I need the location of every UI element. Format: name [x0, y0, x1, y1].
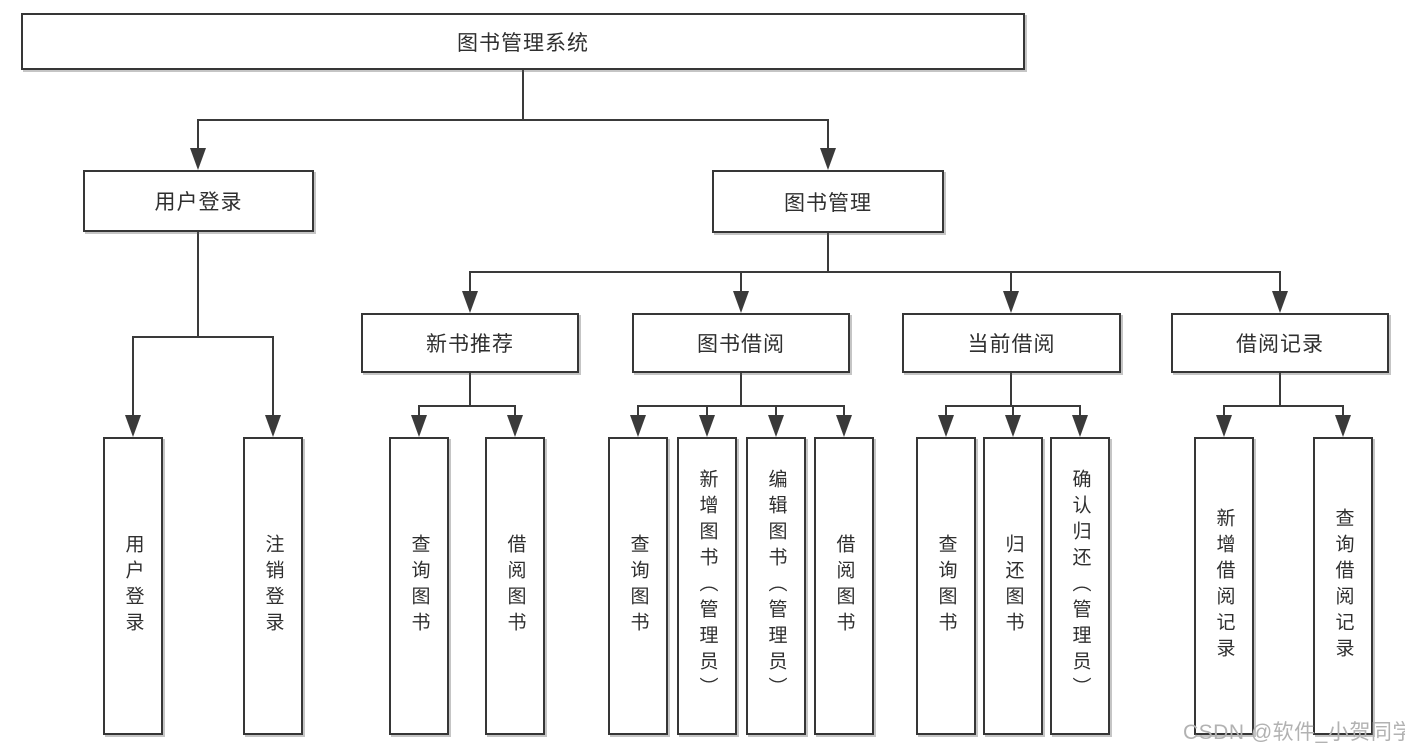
node-book-borrowing: 图书借阅: [632, 313, 850, 373]
arrow-down-icon: [1216, 415, 1232, 437]
arrow-down-icon: [265, 415, 281, 437]
connector-line: [945, 405, 947, 418]
node-label: 图书管理: [784, 191, 872, 215]
leaf-borrow-books-2: 借阅图书: [814, 437, 874, 735]
connector-line: [469, 373, 471, 406]
connector-line: [1010, 271, 1012, 295]
csdn-watermark: CSDN @软件_小贺同学: [1183, 721, 1405, 744]
node-label: 新书推荐: [426, 333, 514, 356]
connector-line: [740, 271, 742, 295]
node-label: 借阅图书: [504, 534, 526, 638]
arrow-down-icon: [1005, 415, 1021, 437]
leaf-logout: 注销登录: [243, 437, 303, 735]
node-label: 查询借阅记录: [1332, 508, 1354, 664]
arrow-down-icon: [699, 415, 715, 437]
connector-line: [1010, 373, 1012, 406]
connector-line: [197, 232, 199, 338]
connector-line: [197, 119, 199, 152]
node-label: 注销登录: [262, 534, 284, 638]
node-label: 归还图书: [1002, 534, 1024, 638]
arrow-down-icon: [768, 415, 784, 437]
node-current-borrowing: 当前借阅: [902, 313, 1121, 373]
leaf-add-books-admin: 新增图书（管理员）: [677, 437, 737, 735]
connector-line: [1342, 405, 1344, 418]
connector-line: [522, 70, 524, 120]
node-label: 借阅记录: [1236, 333, 1324, 356]
node-label: 查询图书: [935, 534, 957, 638]
arrow-down-icon: [820, 148, 836, 170]
arrow-down-icon: [507, 415, 523, 437]
leaf-borrow-books-1: 借阅图书: [485, 437, 545, 735]
node-borrowing-records: 借阅记录: [1171, 313, 1389, 373]
leaf-query-books-2: 查询图书: [608, 437, 668, 735]
node-label: 新增图书（管理员）: [696, 469, 718, 703]
arrow-down-icon: [462, 291, 478, 313]
connector-line: [418, 405, 516, 407]
arrow-down-icon: [125, 415, 141, 437]
arrow-down-icon: [733, 291, 749, 313]
connector-line: [197, 119, 829, 121]
node-label: 图书管理系统: [457, 31, 589, 55]
connector-line: [706, 405, 708, 418]
node-label: 图书借阅: [697, 333, 785, 356]
node-label: 编辑图书（管理员）: [765, 469, 787, 703]
arrow-down-icon: [190, 148, 206, 170]
node-label: 用户登录: [122, 534, 144, 638]
node-label: 确认归还（管理员）: [1069, 469, 1091, 703]
arrow-down-icon: [630, 415, 646, 437]
arrow-down-icon: [836, 415, 852, 437]
arrow-down-icon: [1072, 415, 1088, 437]
node-user-login: 用户登录: [83, 170, 314, 232]
connector-line: [1223, 405, 1225, 418]
connector-line: [827, 119, 829, 152]
connector-line: [1279, 271, 1281, 295]
connector-line: [843, 405, 845, 418]
leaf-return-books: 归还图书: [983, 437, 1043, 735]
leaf-user-login: 用户登录: [103, 437, 163, 735]
connector-line: [469, 271, 471, 295]
leaf-confirm-return-admin: 确认归还（管理员）: [1050, 437, 1110, 735]
connector-line: [637, 405, 639, 418]
node-label: 借阅图书: [833, 534, 855, 638]
connector-line: [418, 405, 420, 418]
leaf-query-books-3: 查询图书: [916, 437, 976, 735]
node-library-management-system: 图书管理系统: [21, 13, 1025, 70]
connector-line: [740, 373, 742, 406]
connector-line: [469, 271, 1281, 273]
connector-line: [272, 336, 274, 418]
node-label: 当前借阅: [967, 333, 1056, 356]
node-book-management: 图书管理: [712, 170, 944, 233]
node-label: 新增借阅记录: [1213, 508, 1235, 664]
connector-line: [1279, 373, 1281, 406]
leaf-query-borrow-record: 查询借阅记录: [1313, 437, 1373, 735]
arrow-down-icon: [1272, 291, 1288, 313]
arrow-down-icon: [1335, 415, 1351, 437]
connector-line: [1012, 405, 1014, 418]
connector-line: [514, 405, 516, 418]
leaf-query-books-1: 查询图书: [389, 437, 449, 735]
arrow-down-icon: [938, 415, 954, 437]
node-label: 用户登录: [154, 191, 243, 214]
leaf-edit-books-admin: 编辑图书（管理员）: [746, 437, 806, 735]
connector-line: [775, 405, 777, 418]
connector-line: [827, 233, 829, 273]
connector-line: [132, 336, 134, 418]
connector-line: [132, 336, 274, 338]
arrow-down-icon: [411, 415, 427, 437]
connector-line: [1079, 405, 1081, 418]
connector-line: [637, 405, 845, 407]
arrow-down-icon: [1003, 291, 1019, 313]
node-label: 查询图书: [627, 534, 649, 638]
leaf-add-borrow-record: 新增借阅记录: [1194, 437, 1254, 735]
node-label: 查询图书: [408, 534, 430, 638]
node-new-book-recommendation: 新书推荐: [361, 313, 579, 373]
connector-line: [1223, 405, 1344, 407]
